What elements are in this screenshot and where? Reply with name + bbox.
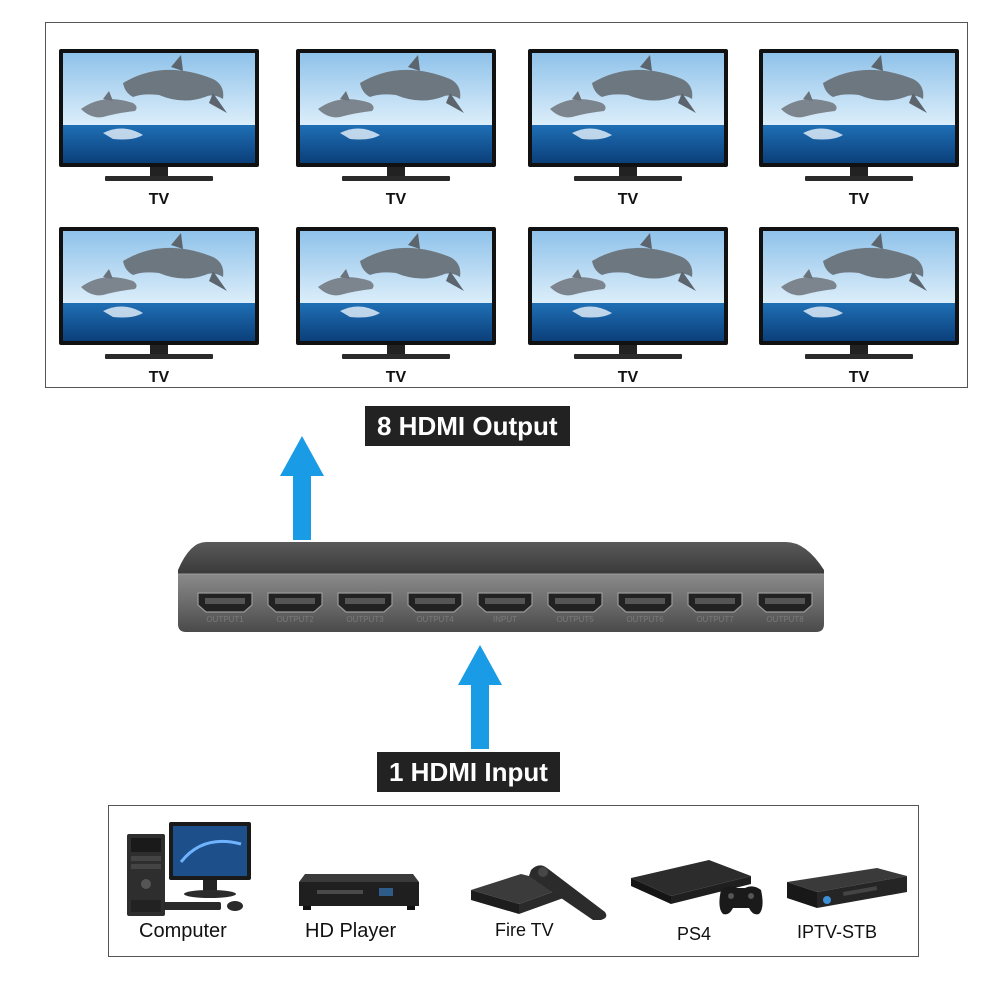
arrow-up-icon	[458, 645, 502, 749]
port-label: OUTPUT1	[206, 615, 244, 624]
source-panel: Computer HD Player Fire TV PS4 I	[108, 805, 919, 957]
hd-player-icon	[299, 874, 419, 910]
dolphin-image	[532, 53, 724, 163]
port-label: OUTPUT8	[766, 615, 804, 624]
hdmi-port-icon	[407, 592, 463, 613]
port-label: INPUT	[493, 615, 517, 624]
port-label: OUTPUT7	[696, 615, 734, 624]
hdmi-port-icon	[197, 592, 253, 613]
source-label-fire-tv: Fire TV	[495, 920, 554, 940]
hdmi-input-port: INPUT	[476, 590, 534, 630]
port-label: OUTPUT2	[276, 615, 314, 624]
tv-screen	[528, 49, 728, 167]
tv-label: TV	[148, 191, 170, 208]
dolphin-image	[763, 53, 955, 163]
hdmi-output-port: OUTPUT3	[336, 590, 394, 630]
hdmi-output-port: OUTPUT1	[196, 590, 254, 630]
dolphin-image	[763, 231, 955, 341]
source-label-hd-player: HD Player	[305, 920, 397, 942]
port-label: OUTPUT6	[626, 615, 664, 624]
tv-label: TV	[848, 191, 870, 208]
source-label-computer: Computer	[139, 920, 227, 942]
hdmi-output-port: OUTPUT2	[266, 590, 324, 630]
tv-label: TV	[617, 191, 639, 208]
hdmi-port-icon	[547, 592, 603, 613]
output-label: 8 HDMI Output	[365, 406, 570, 446]
tv-screen	[528, 227, 728, 345]
ps4-icon	[631, 860, 763, 915]
tv-output-panel: TV TV TV TV TV TV TV TV	[45, 22, 968, 388]
hdmi-output-port: OUTPUT6	[616, 590, 674, 630]
tv-label: TV	[148, 369, 170, 386]
iptv-stb-icon	[787, 868, 907, 908]
port-label: OUTPUT4	[416, 615, 454, 624]
hdmi-port-icon	[757, 592, 813, 613]
tv-screen	[296, 227, 496, 345]
source-label-iptv-stb: IPTV-STB	[797, 922, 878, 942]
tv-label: TV	[848, 369, 870, 386]
tv-screen	[296, 49, 496, 167]
fire-tv-icon	[471, 865, 607, 920]
tv-label: TV	[617, 369, 639, 386]
dolphin-image	[300, 231, 492, 341]
tv-screen	[59, 227, 259, 345]
hdmi-output-port: OUTPUT8	[756, 590, 814, 630]
port-label: OUTPUT3	[346, 615, 384, 624]
computer-icon	[127, 822, 251, 916]
hdmi-output-port: OUTPUT7	[686, 590, 744, 630]
dolphin-image	[300, 53, 492, 163]
tv-label: TV	[385, 369, 407, 386]
hdmi-output-port: OUTPUT5	[546, 590, 604, 630]
hdmi-port-icon	[337, 592, 393, 613]
dolphin-image	[532, 231, 724, 341]
tv-screen	[759, 49, 959, 167]
source-label-ps4: PS4	[677, 924, 712, 944]
arrow-up-icon	[280, 436, 324, 540]
hdmi-port-icon	[687, 592, 743, 613]
tv-label: TV	[385, 191, 407, 208]
tv-screen	[59, 49, 259, 167]
hdmi-output-port: OUTPUT4	[406, 590, 464, 630]
tv-screen	[759, 227, 959, 345]
dolphin-image	[63, 53, 255, 163]
hdmi-port-icon	[477, 592, 533, 613]
hdmi-port-icon	[617, 592, 673, 613]
hdmi-port-icon	[267, 592, 323, 613]
input-label: 1 HDMI Input	[377, 752, 560, 792]
port-label: OUTPUT5	[556, 615, 594, 624]
dolphin-image	[63, 231, 255, 341]
